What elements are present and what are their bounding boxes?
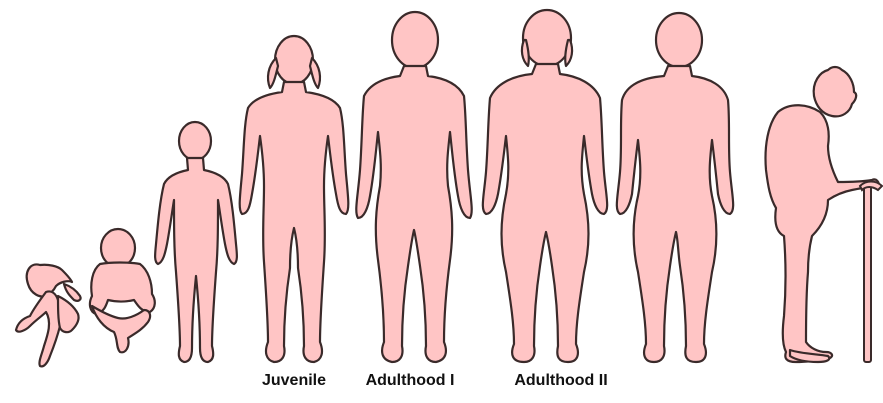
elderly-silhouette bbox=[766, 67, 883, 362]
adulthood-2-silhouette bbox=[483, 10, 607, 362]
child-silhouette bbox=[155, 122, 237, 362]
adulthood-1-label: Adulthood I bbox=[366, 372, 455, 390]
juvenile-silhouette bbox=[240, 36, 349, 362]
older-adult-silhouette bbox=[617, 13, 733, 362]
juvenile-label: Juvenile bbox=[262, 372, 326, 390]
infant-silhouette bbox=[90, 229, 155, 352]
newborn-silhouette bbox=[16, 264, 81, 366]
adulthood-2-label: Adulthood II bbox=[514, 372, 607, 390]
adulthood-1-silhouette bbox=[356, 12, 471, 362]
